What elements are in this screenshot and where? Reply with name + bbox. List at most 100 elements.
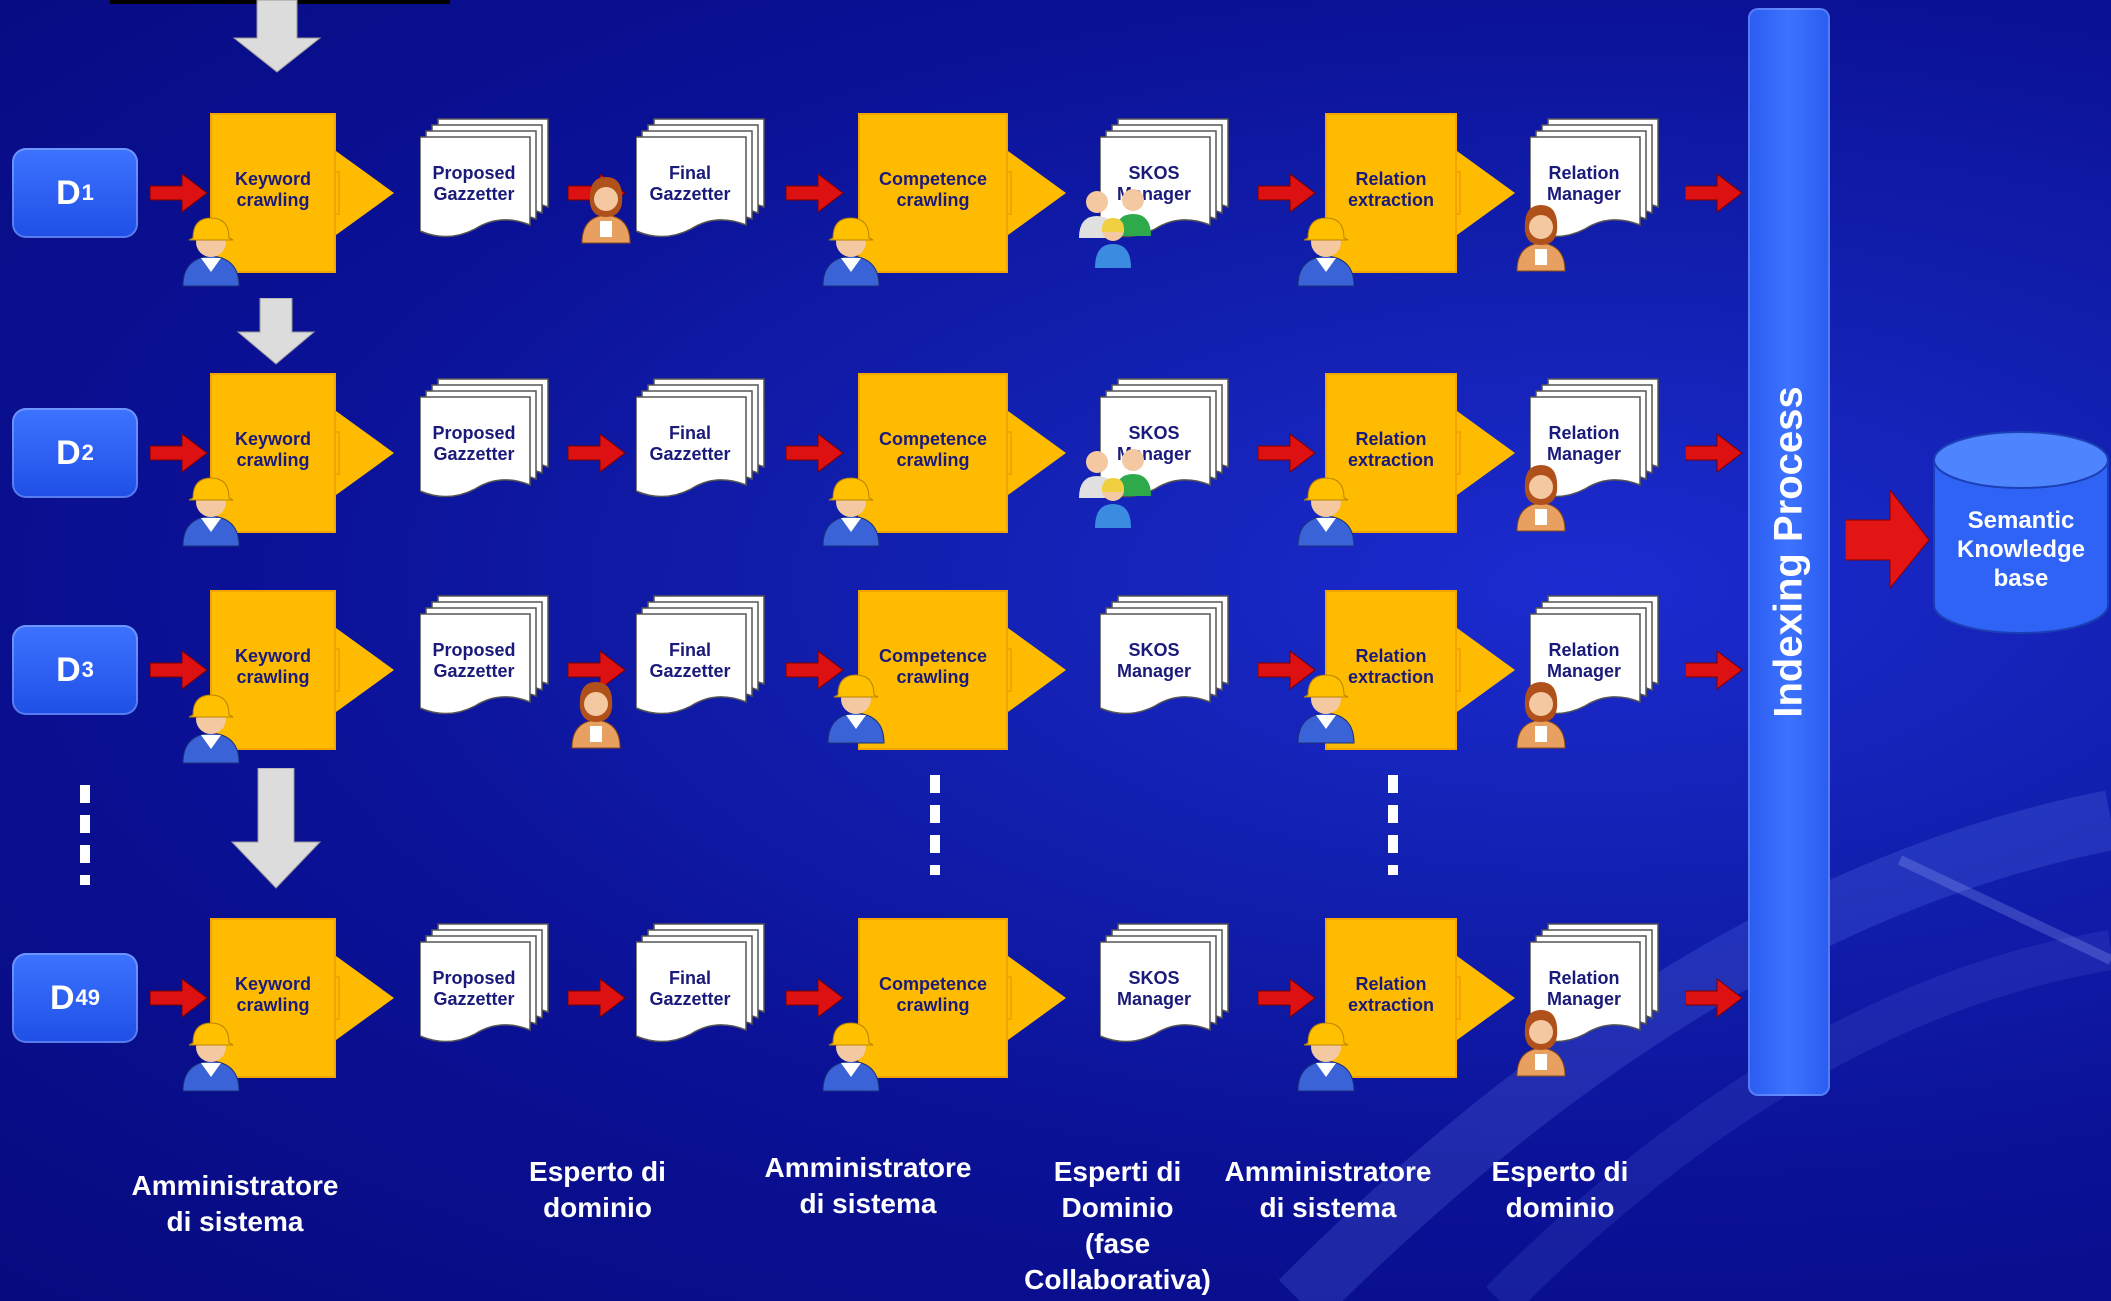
step-label-line: Relation [1548,968,1620,988]
process-arrow-stem [1006,171,1012,215]
flow-arrow-icon [568,650,626,690]
caption-line: dominio [1505,1192,1615,1223]
caption-line: Amministratore [764,1152,972,1183]
step-label-line: crawling [236,667,310,687]
process-arrow-icon [1008,956,1066,1040]
document-stack-icon [1530,378,1659,498]
flow-arrow-icon [786,173,844,213]
domain-label-index: 3 [81,657,94,682]
process-box-keyword-crawling [210,590,336,750]
caption-expert-2: Esperto di dominio [1450,1154,1670,1226]
step-label-line: Final [668,163,711,183]
indexing-process-label: Indexing Process [1766,386,1811,718]
step-label-line: Final [668,640,711,660]
domain-expert-icon [1516,465,1566,532]
process-box-keyword-crawling [210,113,336,273]
step-label-line: Gazzetter [649,989,731,1009]
domain-expert-icon [571,682,621,749]
step-label-line: Gazzetter [433,444,515,464]
caption-line: di sistema [166,1206,304,1237]
process-arrow-icon [336,151,394,235]
step-label-line: Relation [1548,163,1620,183]
caption-experts-collaborative: Esperti di Dominio (fase Collaborativa) [1010,1154,1225,1298]
flow-arrow-icon [1685,433,1743,473]
process-arrow-stem [334,976,340,1020]
step-label-line: Manager [1546,444,1622,464]
domain-label: D [56,173,81,212]
flow-arrow-icon [1258,173,1316,213]
ellipsis-marker [930,775,940,875]
document-stack-icon [1100,923,1229,1043]
document-stack-final-gazzetter [636,115,766,240]
process-arrow-icon [1457,956,1515,1040]
caption-line: dominio [543,1192,652,1223]
process-box-competence-crawling [858,113,1008,273]
system-admin-icon [822,477,880,547]
process-arrow-stem [1006,976,1012,1020]
domain-expert-icon [1516,682,1566,749]
document-stack-skos-manager [1100,592,1230,717]
process-arrow-icon [1457,411,1515,495]
step-label-line: Relation [1355,429,1427,449]
flow-arrow-icon [1685,978,1743,1018]
process-arrow-stem [334,431,340,475]
process-arrow-stem [334,648,340,692]
step-label-line: Competence [878,974,988,994]
kb-label-line: Knowledge [1956,536,2085,563]
domain-label: D [56,650,81,689]
document-stack-final-gazzetter [636,592,766,717]
database-cylinder-icon [1933,431,2109,634]
process-arrow-icon [336,956,394,1040]
step-label-line: extraction [1347,667,1435,687]
document-stack-proposed-gazzetter [420,115,550,240]
step-label-line: crawling [896,450,970,470]
step-label-line: crawling [236,190,310,210]
step-label-line: Relation [1548,640,1620,660]
step-label-line: crawling [236,995,310,1015]
step-label-line: Keyword [234,169,312,189]
step-label-line: Proposed [432,163,516,183]
step-label-line: Proposed [432,968,516,988]
process-arrow-stem [1455,976,1461,1020]
domain-label: D [56,433,81,472]
flow-arrow-icon [786,650,844,690]
caption-line: di sistema [799,1188,937,1219]
step-label-line: SKOS [1128,968,1180,988]
flow-arrow-icon [150,433,208,473]
system-admin-icon [182,1022,240,1092]
caption-line: Esperto di [529,1156,666,1187]
step-label-line: Proposed [432,640,516,660]
step-label-line: Manager [1116,661,1192,681]
caption-line: Collaborativa) [1024,1264,1211,1295]
system-admin-icon [827,674,885,744]
process-arrow-stem [1455,431,1461,475]
step-label-line: Competence [878,169,988,189]
ellipsis-marker [80,785,90,885]
caption-line: Amministratore [131,1170,339,1201]
step-label-line: Keyword [234,974,312,994]
step-label-line: Keyword [234,646,312,666]
caption-admin-2: Amministratore di sistema [738,1150,998,1222]
process-arrow-icon [1008,411,1066,495]
process-box-competence-crawling [858,590,1008,750]
kb-label-line: Semantic [1967,507,2075,534]
